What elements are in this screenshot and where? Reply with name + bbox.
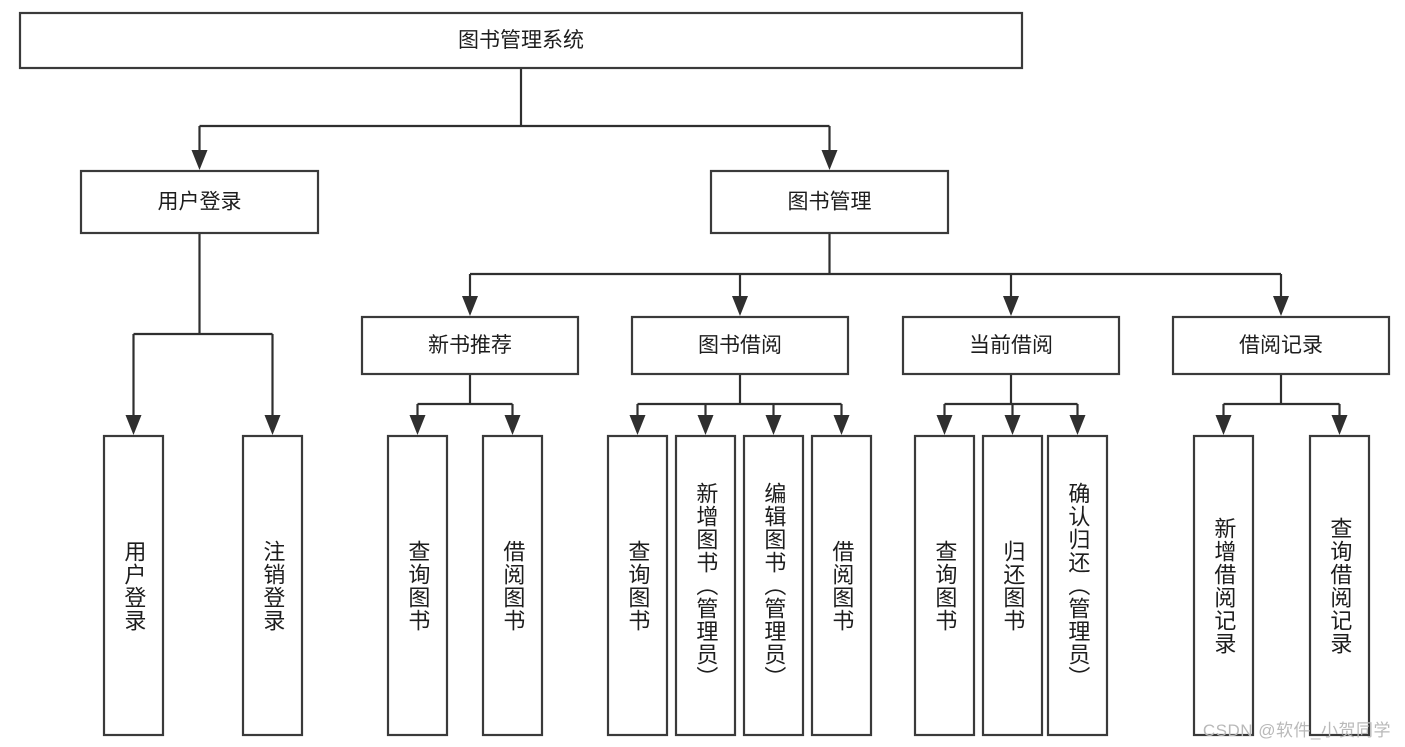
leaf-node-box-leaf-user-logout[interactable]	[241, 434, 304, 737]
leaf-node-box-leaf-user-login[interactable]	[102, 434, 165, 737]
leaf-node-box-leaf-query-book-2[interactable]	[606, 434, 669, 737]
leaf-node-box-leaf-query-record[interactable]	[1308, 434, 1371, 737]
leaf-node-box-leaf-query-book-1[interactable]	[386, 434, 449, 737]
book-borrow-branch-arrow-icon-0	[629, 415, 646, 435]
root-branch-arrow-icon-1	[821, 150, 838, 170]
root-node-label: 图书管理系统	[458, 29, 584, 52]
book-manage-branch-arrow-icon-3	[1273, 296, 1289, 316]
leaf-node-box-leaf-add-record[interactable]	[1192, 434, 1255, 737]
leaf-node-box-leaf-return-book[interactable]	[981, 434, 1044, 737]
user-login-branch-arrow-icon-1	[264, 415, 281, 435]
box-layer	[18, 11, 1391, 737]
leaf-node-box-leaf-edit-book[interactable]	[742, 434, 805, 737]
watermark-text: CSDN @软件_小贺同学	[1202, 721, 1391, 740]
level3-node-label-borrow-record: 借阅记录	[1239, 334, 1323, 357]
level3-node-box-book-borrow[interactable]	[630, 315, 850, 376]
level3-node-box-borrow-record[interactable]	[1171, 315, 1391, 376]
level3-node-label-current-borrow: 当前借阅	[969, 334, 1053, 357]
leaf-node-box-leaf-add-book[interactable]	[674, 434, 737, 737]
level3-node-label-book-borrow: 图书借阅	[698, 334, 782, 357]
level2-node-box-book-manage[interactable]	[709, 169, 950, 235]
leaf-node-box-leaf-borrow-book-2[interactable]	[810, 434, 873, 737]
level3-node-box-new-book-recommend[interactable]	[360, 315, 580, 376]
level2-node-label-book-manage: 图书管理	[788, 191, 872, 214]
leaf-node-box-leaf-confirm-return[interactable]	[1046, 434, 1109, 737]
book-borrow-branch-arrow-icon-3	[833, 415, 850, 435]
root-branch-arrow-icon-0	[191, 150, 208, 170]
level3-node-box-current-borrow[interactable]	[901, 315, 1121, 376]
book-manage-branch-arrow-icon-0	[462, 296, 478, 316]
book-manage-branch-arrow-icon-2	[1003, 296, 1019, 316]
current-borrow-branch-arrow-icon-1	[1004, 415, 1021, 435]
book-borrow-branch-arrow-icon-1	[697, 415, 714, 435]
level2-node-label-user-login: 用户登录	[158, 191, 242, 214]
leaf-node-box-leaf-query-book-3[interactable]	[913, 434, 976, 737]
current-borrow-branch-arrow-icon-2	[1069, 415, 1086, 435]
new-book-recommend-branch-arrow-icon-0	[409, 415, 426, 435]
book-borrow-branch-arrow-icon-2	[765, 415, 782, 435]
book-manage-branch-arrow-icon-1	[732, 296, 748, 316]
connector-layer	[125, 68, 1348, 435]
level2-node-box-user-login[interactable]	[79, 169, 320, 235]
borrow-record-branch-arrow-icon-0	[1215, 415, 1232, 435]
user-login-branch-arrow-icon-0	[125, 415, 142, 435]
borrow-record-branch-arrow-icon-1	[1331, 415, 1348, 435]
root-node-box[interactable]	[18, 11, 1024, 70]
level3-node-label-new-book-recommend: 新书推荐	[428, 334, 512, 357]
leaf-node-box-leaf-borrow-book-1[interactable]	[481, 434, 544, 737]
current-borrow-branch-arrow-icon-0	[936, 415, 953, 435]
new-book-recommend-branch-arrow-icon-1	[504, 415, 521, 435]
